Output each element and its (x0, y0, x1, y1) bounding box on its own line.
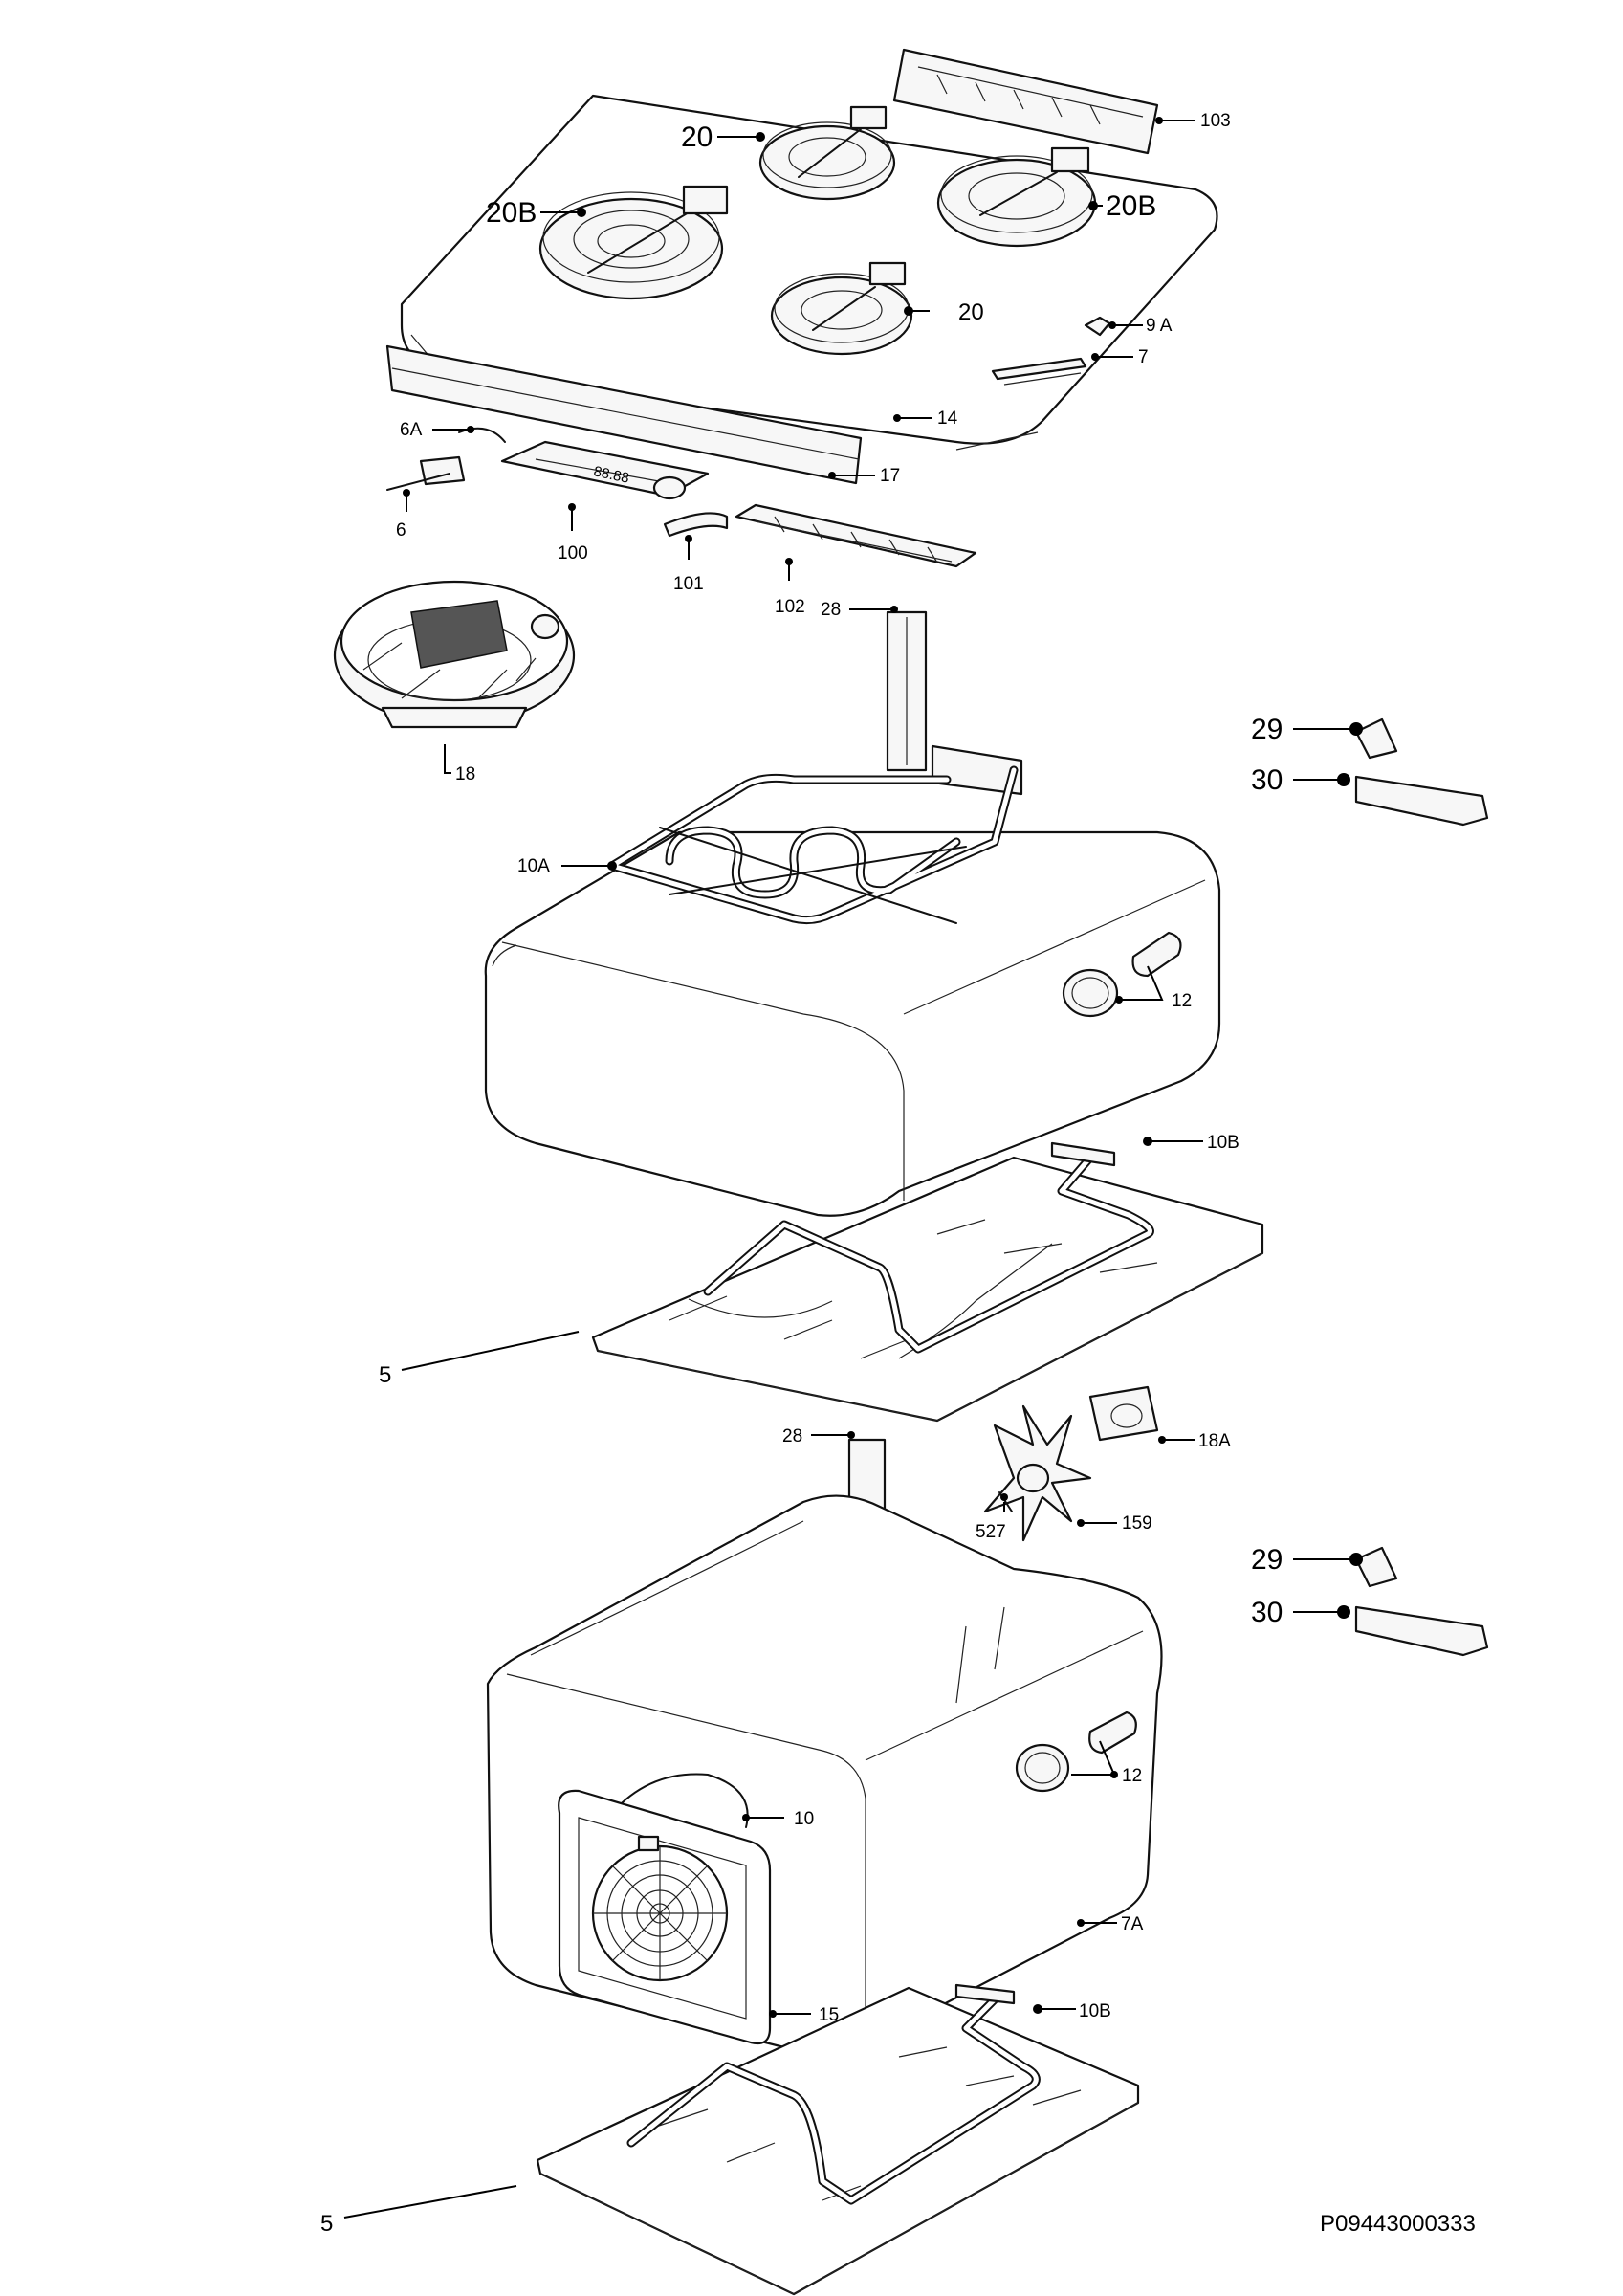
label-103: 103 (1200, 111, 1231, 131)
hotplate-small-front (770, 261, 913, 356)
drawing-code: P09443000333 (1320, 2211, 1476, 2237)
callouts: 103 20 20B 20B 20 9 A 7 14 6A 17 6 100 (320, 111, 1363, 2237)
label-7: 7 (1138, 347, 1149, 367)
label-9A: 9 A (1146, 316, 1173, 336)
label-12-lower: 12 (1122, 1766, 1142, 1786)
fan-motor-assembly (333, 580, 576, 729)
label-100: 100 (558, 543, 588, 563)
label-20B-left: 20B (486, 197, 537, 229)
label-159: 159 (1122, 1513, 1152, 1534)
label-10B-lower: 10B (1079, 2001, 1111, 2021)
label-30-lower: 30 (1251, 1597, 1283, 1628)
label-29-upper: 29 (1251, 714, 1283, 745)
label-5-upper: 5 (379, 1362, 391, 1388)
hob-top-assembly (385, 48, 1218, 568)
label-30-upper: 30 (1251, 764, 1283, 796)
label-5-lower: 5 (320, 2211, 333, 2237)
label-101: 101 (673, 574, 704, 594)
lower-oven-assembly (486, 1438, 1163, 2054)
label-12-upper: 12 (1172, 991, 1192, 1011)
lower-base-plate-assembly (536, 1983, 1140, 2296)
label-527: 527 (976, 1522, 1006, 1542)
label-15: 15 (819, 2005, 839, 2025)
label-29-lower: 29 (1251, 1544, 1283, 1576)
label-20-top: 20 (681, 121, 713, 153)
label-10: 10 (794, 1809, 814, 1829)
label-14: 14 (937, 408, 958, 429)
hotplate-large-left (538, 185, 729, 300)
side-rails-lower (1354, 1546, 1489, 1657)
label-6A: 6A (400, 420, 423, 440)
label-18: 18 (455, 764, 475, 784)
label-17: 17 (880, 466, 900, 486)
side-rails-upper (1354, 718, 1489, 827)
convection-fan-parts (983, 1385, 1159, 1542)
label-28-lower: 28 (782, 1426, 802, 1446)
upper-base-plate-assembly (591, 1141, 1264, 1423)
label-20-front: 20 (958, 299, 984, 325)
upper-oven-assembly (484, 610, 1221, 1217)
label-6: 6 (396, 520, 406, 541)
label-18A: 18A (1198, 1431, 1231, 1451)
label-102: 102 (775, 597, 805, 617)
hotplate-small-rear (758, 105, 896, 201)
label-10B-upper: 10B (1207, 1133, 1239, 1153)
label-10A: 10A (517, 856, 550, 876)
label-28-upper: 28 (821, 600, 841, 620)
hotplate-large-right (936, 146, 1097, 248)
label-7A: 7A (1121, 1914, 1144, 1934)
label-20B-right: 20B (1106, 190, 1156, 222)
